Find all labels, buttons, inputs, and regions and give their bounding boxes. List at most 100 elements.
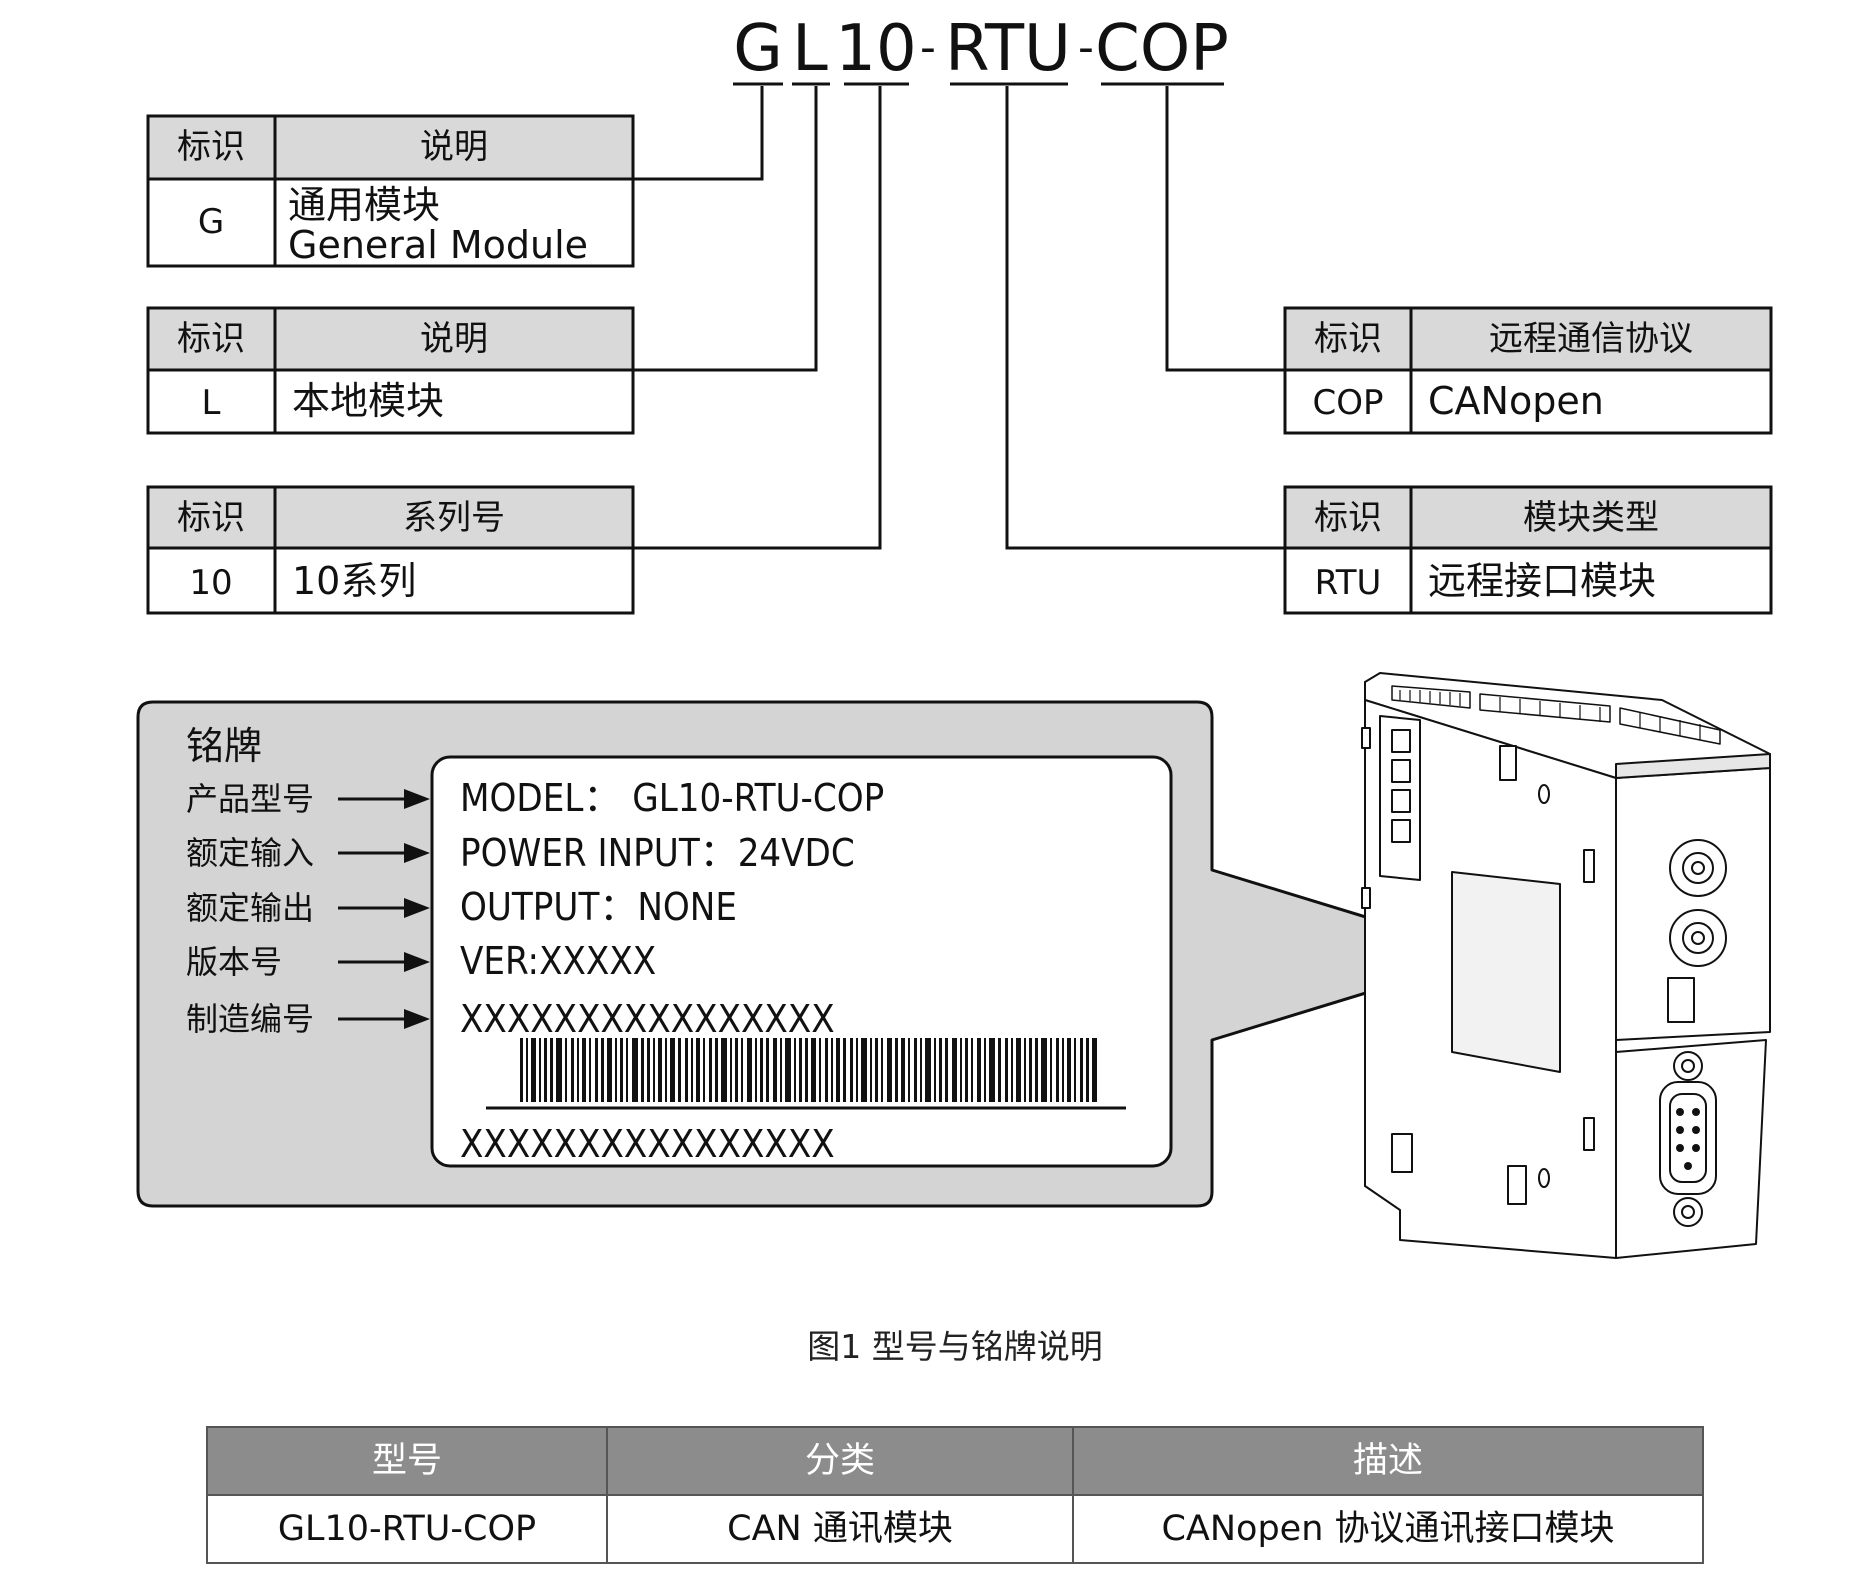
table-g-id: G — [198, 202, 224, 242]
table-module-type-id: RTU — [1315, 563, 1382, 603]
table-protocol-head-desc: 远程通信协议 — [1489, 319, 1693, 359]
barcode-bar — [1005, 1038, 1008, 1102]
barcode-bar — [582, 1038, 586, 1102]
barcode-bar — [755, 1038, 757, 1102]
nameplate-model-line: MODEL： GL10-RTU-COP — [460, 776, 884, 820]
table-module-type-head-desc: 模块类型 — [1523, 498, 1659, 538]
table-series-head-desc: 系列号 — [403, 498, 505, 538]
barcode-bar — [526, 1038, 528, 1102]
barcode-bar — [811, 1038, 816, 1102]
nameplate-lines: MODEL： GL10-RTU-COP POWER INPUT：24VDC OU… — [460, 776, 884, 1041]
barcode-bar — [1074, 1038, 1076, 1102]
nameplate-input-line: POWER INPUT：24VDC — [460, 831, 855, 875]
barcode-bar — [747, 1038, 752, 1102]
nameplate-title: 铭牌 — [186, 724, 262, 768]
barcode-bar — [780, 1038, 782, 1102]
code-dash-2: - — [1078, 22, 1094, 73]
barcode-bar — [977, 1038, 981, 1102]
barcode-bar — [861, 1038, 867, 1102]
bottom-table-cell-model: GL10-RTU-COP — [278, 1509, 536, 1549]
table-g-desc-cn: 通用模块 — [288, 183, 440, 227]
barcode-bar — [1016, 1038, 1021, 1102]
barcode-bar — [843, 1038, 846, 1102]
barcode-bar — [691, 1038, 693, 1102]
barcode-bar — [799, 1038, 802, 1102]
barcode-bar — [544, 1038, 547, 1102]
barcode-bar — [925, 1038, 931, 1102]
barcode-bar — [989, 1038, 995, 1102]
barcode-bar — [965, 1038, 968, 1102]
nameplate-output-line: OUTPUT：NONE — [460, 885, 737, 929]
barcode-bar — [945, 1038, 948, 1102]
nameplate-label-model: 产品型号 — [186, 780, 314, 818]
barcode-bar — [550, 1038, 553, 1102]
nameplate-callout: 铭牌 产品型号 额定输入 额定输出 版本号 制造编号 MODEL： GL10-R… — [136, 700, 1492, 1208]
barcode-bar — [696, 1038, 700, 1102]
table-l: 标识 说明 L 本地模块 — [146, 306, 635, 435]
nameplate-labels: 产品型号 额定输入 额定输出 版本号 制造编号 — [186, 780, 314, 1038]
bottom-table: 型号 分类 描述 GL10-RTU-COP CAN 通讯模块 CANopen 协… — [206, 1426, 1704, 1564]
bottom-table-header-category: 分类 — [805, 1441, 875, 1481]
table-protocol-head-id: 标识 — [1314, 319, 1382, 359]
barcode-bar — [565, 1038, 567, 1102]
barcode-bar — [653, 1038, 655, 1102]
barcode-bar — [730, 1038, 732, 1102]
barcode-bar — [658, 1038, 662, 1102]
barcode-bar — [850, 1038, 853, 1102]
table-module-type: 标识 模块类型 RTU 远程接口模块 — [1283, 485, 1773, 615]
model-code: G L 10 - RTU - COP — [733, 12, 1229, 86]
barcode-bar — [1035, 1038, 1038, 1102]
bottom-table-header-model: 型号 — [372, 1441, 442, 1481]
barcode-bar — [577, 1038, 579, 1102]
barcode-bar — [715, 1038, 718, 1102]
barcode-bar — [556, 1038, 562, 1102]
table-g-desc-en: General Module — [288, 223, 588, 267]
barcode-bar — [741, 1038, 743, 1102]
barcode-bar — [589, 1038, 591, 1102]
barcode-bar — [984, 1038, 986, 1102]
barcode-bar — [895, 1038, 898, 1102]
nameplate-label-serial: 制造编号 — [186, 1000, 314, 1038]
barcode-bar — [881, 1038, 883, 1102]
figure-caption: 图1 型号与铭牌说明 — [807, 1327, 1103, 1366]
barcode-bar — [887, 1038, 892, 1102]
barcode-bar — [971, 1038, 973, 1102]
barcode-bar — [678, 1038, 681, 1102]
barcode-bar — [1080, 1038, 1083, 1102]
barcode-bar — [819, 1038, 821, 1102]
barcode-bar — [794, 1038, 796, 1102]
barcode-bar — [1056, 1038, 1059, 1102]
barcode-bar — [685, 1038, 688, 1102]
barcode-bar — [1011, 1038, 1013, 1102]
table-l-head-desc: 说明 — [420, 319, 488, 359]
barcode-bar — [805, 1038, 808, 1102]
nameplate-barcode-text: XXXXXXXXXXXXXXXX — [460, 1122, 835, 1166]
table-l-head-id: 标识 — [177, 319, 245, 359]
barcode-bar — [939, 1038, 942, 1102]
barcode-bar — [670, 1038, 675, 1102]
bottom-table-header-description: 描述 — [1353, 1441, 1423, 1481]
barcode-bar — [1029, 1038, 1032, 1102]
code-part-series: 10 — [835, 12, 916, 86]
table-protocol: 标识 远程通信协议 COP CANopen — [1283, 306, 1773, 435]
barcode-bar — [952, 1038, 957, 1102]
table-g-head-id: 标识 — [177, 127, 245, 167]
barcode-bar — [760, 1038, 763, 1102]
barcode-bar — [721, 1038, 727, 1102]
barcode-bar — [665, 1038, 667, 1102]
barcode-bar — [703, 1038, 705, 1102]
barcode-bar — [901, 1038, 905, 1102]
barcode-bar — [785, 1038, 791, 1102]
table-series-desc: 10系列 — [292, 559, 416, 603]
barcode-bar — [914, 1038, 917, 1102]
table-module-type-desc: 远程接口模块 — [1428, 559, 1656, 603]
table-protocol-desc: CANopen — [1428, 379, 1604, 423]
barcode-bar — [836, 1038, 840, 1102]
barcode-bar — [1086, 1038, 1089, 1102]
table-module-type-head-id: 标识 — [1314, 498, 1382, 538]
barcode-bar — [766, 1038, 769, 1102]
nameplate-label-version: 版本号 — [186, 943, 282, 981]
code-part-g: G — [733, 12, 783, 86]
barcode-bar — [735, 1038, 738, 1102]
barcode-bar — [1067, 1038, 1071, 1102]
